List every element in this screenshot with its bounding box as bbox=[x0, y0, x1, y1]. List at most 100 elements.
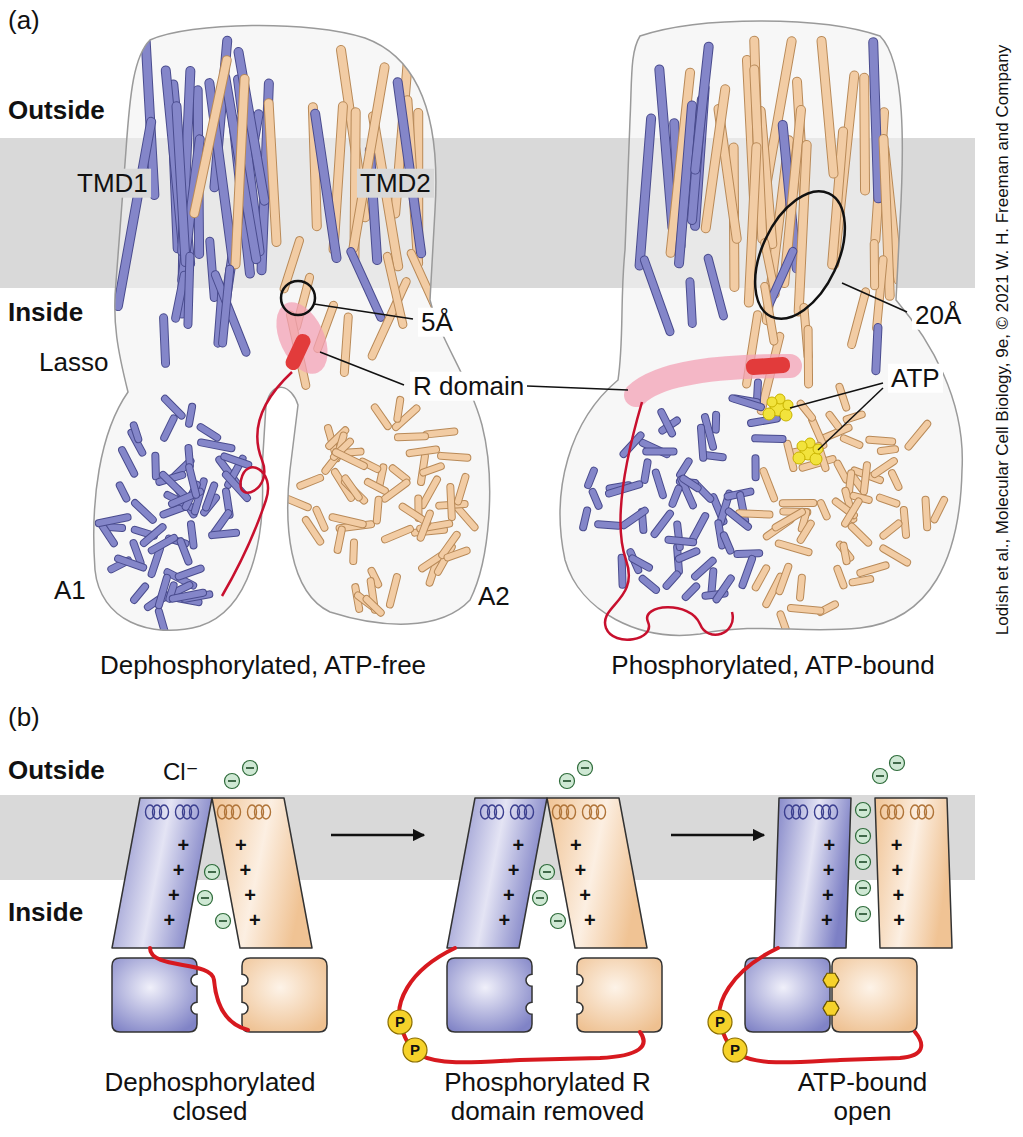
panel-letter: (b) bbox=[8, 703, 40, 732]
helix-outline bbox=[212, 533, 236, 535]
helix bbox=[159, 578, 167, 605]
helix bbox=[673, 489, 679, 504]
helix bbox=[269, 103, 277, 242]
helix bbox=[830, 415, 838, 426]
helix-outline bbox=[686, 586, 696, 597]
helix bbox=[844, 438, 859, 444]
helix-outline bbox=[457, 507, 475, 528]
helix-outline bbox=[712, 415, 720, 430]
helix bbox=[120, 485, 127, 498]
helix-icon bbox=[567, 805, 576, 819]
helix-outline bbox=[387, 256, 403, 324]
helix-outline bbox=[926, 500, 928, 528]
ion-charge bbox=[859, 809, 867, 811]
helix bbox=[705, 417, 713, 447]
helix bbox=[844, 546, 847, 562]
helix bbox=[783, 500, 814, 506]
helix bbox=[619, 558, 626, 585]
nbd-domain bbox=[112, 958, 197, 1032]
ion-charge bbox=[893, 762, 901, 764]
charge-sign: + bbox=[821, 909, 833, 931]
ion-charge bbox=[859, 835, 867, 837]
helix bbox=[756, 568, 766, 587]
chloride-ion bbox=[560, 774, 575, 789]
helix bbox=[152, 538, 174, 550]
helix bbox=[223, 269, 230, 343]
helix bbox=[393, 468, 407, 479]
helix bbox=[338, 530, 342, 550]
ion-charge bbox=[859, 861, 867, 863]
helix-outline bbox=[134, 587, 145, 600]
helix-outline bbox=[743, 559, 753, 585]
ion-charge bbox=[536, 897, 544, 899]
helix bbox=[212, 533, 236, 535]
helix-outline bbox=[839, 387, 846, 408]
helix-outline bbox=[656, 473, 663, 496]
helix bbox=[421, 514, 430, 538]
helix-outline bbox=[315, 114, 336, 258]
helix bbox=[904, 510, 906, 535]
chloride-ion bbox=[243, 761, 258, 776]
charge-sign: + bbox=[173, 859, 185, 881]
helix-icon bbox=[799, 805, 808, 819]
helix-outline bbox=[780, 567, 789, 591]
transition-arrow bbox=[671, 834, 764, 837]
helix-outline bbox=[176, 275, 185, 318]
helix bbox=[410, 450, 436, 454]
helix-outline bbox=[870, 244, 879, 286]
r-domain-helix bbox=[745, 356, 790, 375]
charge-sign: + bbox=[823, 859, 835, 881]
domain-label: A2 bbox=[478, 582, 510, 611]
helix-outline bbox=[755, 434, 782, 443]
state-panel: Phosphorylated R domain removed bbox=[430, 790, 665, 1130]
helix bbox=[640, 118, 652, 265]
helix bbox=[181, 541, 189, 561]
phospho-label: P bbox=[395, 1014, 405, 1031]
helix-outline bbox=[349, 542, 358, 561]
helix-outline bbox=[159, 578, 167, 605]
helix bbox=[398, 433, 425, 440]
channel-state bbox=[399, 761, 662, 1063]
helix-outline bbox=[909, 424, 928, 447]
helix bbox=[781, 614, 786, 629]
charge-sign: + bbox=[244, 884, 256, 906]
density-envelope bbox=[94, 25, 490, 630]
chloride-ion bbox=[856, 907, 871, 922]
credit-line: Lodish et al., Molecular Cell Biology, 9… bbox=[994, 45, 1013, 636]
helix bbox=[853, 579, 871, 582]
helix bbox=[656, 473, 663, 496]
helix bbox=[385, 529, 410, 539]
side-label: Inside bbox=[8, 298, 83, 327]
helix-outline bbox=[223, 269, 230, 343]
helix-outline bbox=[618, 558, 627, 585]
helix bbox=[776, 512, 802, 527]
helix bbox=[644, 260, 670, 332]
helix bbox=[787, 444, 793, 468]
nbd-domain bbox=[447, 958, 532, 1032]
helix bbox=[712, 571, 714, 592]
chloride-ion bbox=[856, 881, 871, 896]
ion-charge bbox=[201, 897, 209, 899]
atp-molecule bbox=[780, 409, 792, 421]
helix bbox=[717, 578, 731, 599]
helix bbox=[593, 492, 599, 506]
transition-arrow bbox=[331, 834, 424, 837]
helix bbox=[344, 452, 361, 453]
side-label: Inside bbox=[8, 898, 83, 927]
helix bbox=[869, 440, 892, 442]
helix-outline bbox=[640, 118, 652, 265]
helix bbox=[135, 503, 153, 520]
ion-label: Cl⁻ bbox=[160, 759, 201, 785]
charge-sign: + bbox=[498, 909, 510, 931]
helix-outline bbox=[853, 579, 871, 582]
helix bbox=[315, 114, 336, 258]
helix-outline bbox=[763, 471, 774, 498]
helix-outline bbox=[830, 415, 838, 426]
helix-outline bbox=[751, 418, 777, 422]
helix bbox=[791, 608, 820, 611]
helix bbox=[690, 282, 692, 324]
helix-outline bbox=[189, 467, 196, 495]
helix-outline bbox=[458, 477, 465, 501]
state-panel: ATP-bound open bbox=[770, 790, 955, 1130]
